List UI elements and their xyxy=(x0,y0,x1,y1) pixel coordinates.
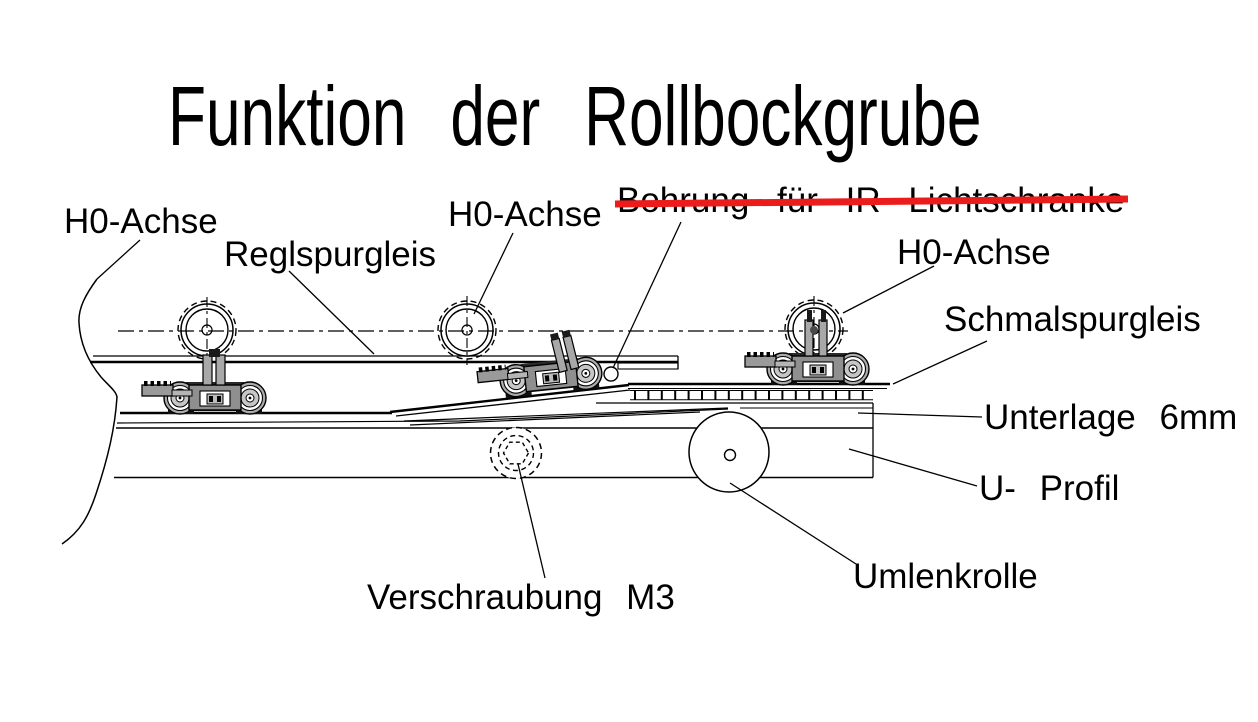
ramp-top xyxy=(389,383,630,414)
label-unterlage: Unterlage 6mm xyxy=(984,398,1238,437)
page-title: Funktion der Rollbockgrube xyxy=(168,69,982,163)
label-umlenkrolle: Umlenkrolle xyxy=(853,557,1038,596)
h0-wheels xyxy=(177,299,844,360)
rollbock-left-fork xyxy=(202,349,226,386)
label-bohrung-ir: Bohrung für IR Lichtschranke xyxy=(617,181,1125,220)
rollbock-right-fork xyxy=(804,310,828,357)
leader-verschraubung xyxy=(517,463,546,579)
h0-wheel-left xyxy=(177,300,237,360)
leader-bohrung xyxy=(612,221,682,369)
base-structure xyxy=(61,278,890,545)
hex-bolt-head xyxy=(502,441,530,465)
umlenkrolle-pulley xyxy=(688,411,770,493)
label-schmalspurgleis: Schmalspurgleis xyxy=(944,300,1201,339)
rollbock-left xyxy=(142,382,266,414)
leader-reglspurgleis xyxy=(288,270,375,355)
label-h0-achse-middle: H0-Achse xyxy=(448,195,602,234)
center-lines xyxy=(118,296,848,365)
label-reglspurgleis: Reglspurgleis xyxy=(224,235,437,274)
h0-wheel-middle xyxy=(437,300,497,360)
label-h0-achse-left: H0-Achse xyxy=(64,202,218,241)
break-curve xyxy=(61,278,118,545)
rollbock-right xyxy=(745,353,869,385)
ir-bore-hole xyxy=(603,366,619,382)
leader-u-profil xyxy=(848,448,978,487)
leader-h0-achse-middle xyxy=(473,232,514,315)
leader-h0-achse-left xyxy=(96,239,141,280)
leader-schmalspurgleis xyxy=(892,340,988,385)
rollbock-middle xyxy=(477,356,604,401)
label-h0-achse-right: H0-Achse xyxy=(897,233,1051,272)
leader-umlenkrolle xyxy=(729,482,857,565)
label-u-profil: U- Profil xyxy=(979,469,1120,508)
leader-unterlage xyxy=(857,412,983,418)
verschraubung-m3-bolt xyxy=(489,426,543,480)
leader-h0-achse-right xyxy=(842,265,935,314)
rollbock-middle-fork xyxy=(549,329,580,374)
rail-end-bracket xyxy=(617,362,679,370)
h0-wheel-right xyxy=(784,299,844,359)
label-verschraubung-m3: Verschraubung M3 xyxy=(367,578,675,617)
leader-lines xyxy=(96,221,988,579)
